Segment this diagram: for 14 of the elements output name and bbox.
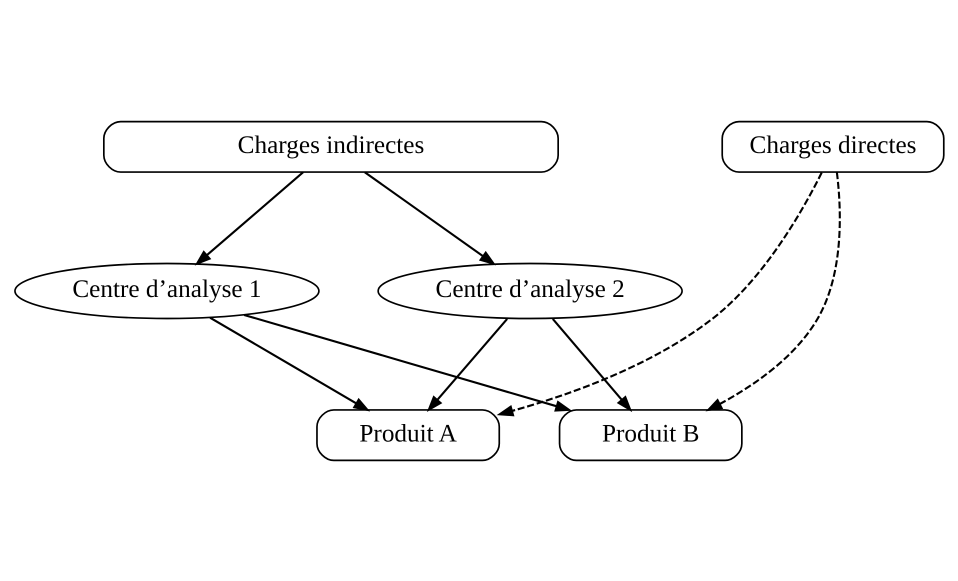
- arrow: [209, 316, 370, 411]
- node-box: Charges indirectes: [102, 120, 558, 172]
- arrow: [496, 172, 822, 416]
- node-box: Produit B: [558, 408, 742, 461]
- arrow: [243, 313, 572, 412]
- arrow: [705, 172, 840, 411]
- node-ellipse: Centre d’analyse 2: [376, 262, 682, 319]
- arrow: [364, 170, 496, 265]
- node-box: Charges directes: [720, 120, 944, 172]
- arrow: [551, 318, 632, 412]
- arrow: [194, 170, 304, 266]
- node-box: Produit A: [316, 408, 500, 461]
- arrow: [426, 318, 508, 412]
- node-ellipse: Centre d’analyse 1: [14, 262, 320, 319]
